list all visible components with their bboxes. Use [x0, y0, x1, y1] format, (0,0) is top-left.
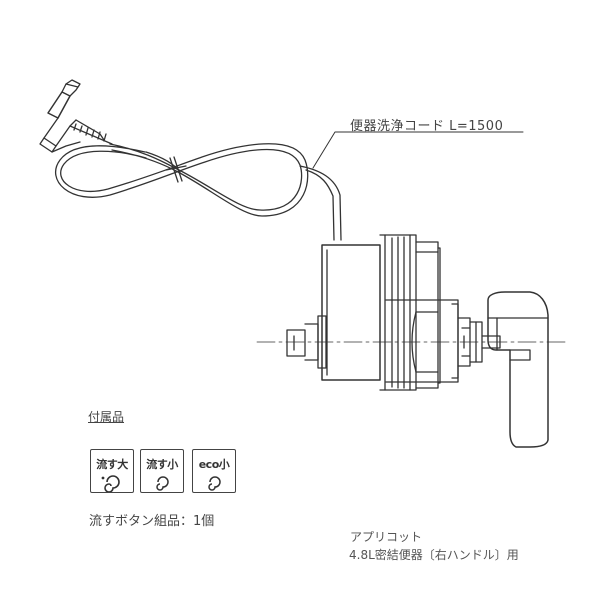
product-description: 4.8L密結便器〔右ハンドル〕用 — [349, 548, 519, 562]
lever-handle — [487, 291, 549, 448]
swirl-small-icon — [156, 476, 169, 491]
flush-small-label: 流す小 — [146, 458, 178, 471]
accessory-heading: 付属品 — [88, 410, 125, 424]
flush-large-button: 流す大 — [90, 449, 134, 493]
handle-unit-body — [321, 234, 459, 391]
shaft-left — [286, 315, 327, 369]
button-set-caption: 流すボタン組品：1個 — [89, 514, 215, 529]
flush-eco-label: eco小 — [198, 458, 230, 471]
coiled-cord — [54, 143, 342, 241]
cord-connector-plug — [39, 79, 113, 153]
product-name: アプリコット — [350, 530, 423, 544]
flush-small-button: 流す小 — [140, 449, 184, 493]
flush-large-label: 流す大 — [96, 458, 128, 471]
swirl-eco-icon — [208, 476, 221, 491]
cord-label: 便器洗浄コード L=1500 — [350, 119, 504, 134]
flush-eco-button: eco小 — [192, 449, 236, 493]
cord-label-leader — [312, 131, 524, 169]
swirl-large-icon — [101, 475, 120, 492]
